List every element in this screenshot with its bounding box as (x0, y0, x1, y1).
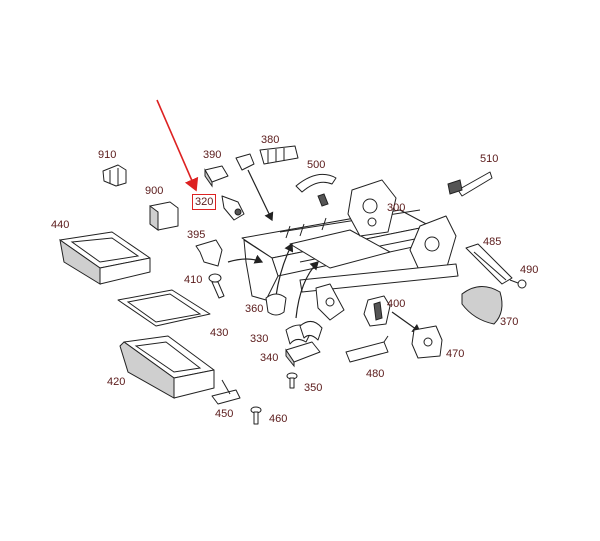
part-350-bolt (286, 372, 298, 389)
part-340-cover (285, 341, 321, 368)
part-300-seat-frame (241, 179, 459, 321)
part-490-screw (509, 279, 527, 289)
label-350: 350 (304, 382, 323, 394)
label-460: 460 (269, 413, 288, 425)
label-485: 485 (483, 236, 502, 248)
label-490: 490 (520, 264, 539, 276)
part-500-cable-tie (295, 173, 337, 207)
part-440-storage-tray (59, 231, 151, 285)
label-400: 400 (387, 298, 406, 310)
part-430-mat (117, 289, 211, 327)
part-410-bolt (208, 273, 225, 299)
part-910-bracket (102, 164, 127, 187)
part-485-rail (465, 243, 513, 285)
label-480: 480 (366, 368, 385, 380)
label-300: 300 (387, 202, 406, 214)
part-330-clip-set (285, 321, 323, 345)
part-390-clip (204, 165, 229, 188)
label-420: 420 (107, 376, 126, 388)
label-440: 440 (51, 219, 70, 231)
label-340: 340 (260, 352, 279, 364)
arrow-395 (227, 254, 264, 264)
arrow-360 (275, 242, 294, 297)
label-900: 900 (145, 185, 164, 197)
part-470-latch (411, 325, 443, 359)
label-380: 380 (261, 134, 280, 146)
label-450: 450 (215, 408, 234, 420)
part-460-bolt (250, 406, 262, 425)
label-470: 470 (446, 348, 465, 360)
part-420-storage-bin (119, 335, 215, 399)
part-360-clip (265, 293, 287, 316)
label-320-highlighted[interactable]: 320 (192, 194, 217, 210)
part-380-cable-guide (235, 145, 299, 222)
label-410: 410 (184, 274, 203, 286)
part-395-bracket (195, 239, 223, 267)
label-430: 430 (210, 327, 229, 339)
part-900-module (149, 201, 179, 231)
label-910: 910 (98, 149, 117, 161)
part-510-cable-tie (447, 171, 493, 197)
part-320-sensor (221, 195, 245, 221)
label-395: 395 (187, 229, 206, 241)
part-480-bracket (345, 335, 389, 363)
label-500: 500 (307, 159, 326, 171)
label-390: 390 (203, 149, 222, 161)
part-370-cover (461, 286, 503, 325)
highlight-pointer-arrow (156, 99, 199, 192)
part-400-actuator (363, 295, 421, 333)
label-510: 510 (480, 153, 499, 165)
label-360: 360 (245, 303, 264, 315)
label-370: 370 (500, 316, 519, 328)
label-330: 330 (250, 333, 269, 345)
part-450-bracket (211, 379, 241, 405)
arrow-330 (295, 261, 319, 319)
